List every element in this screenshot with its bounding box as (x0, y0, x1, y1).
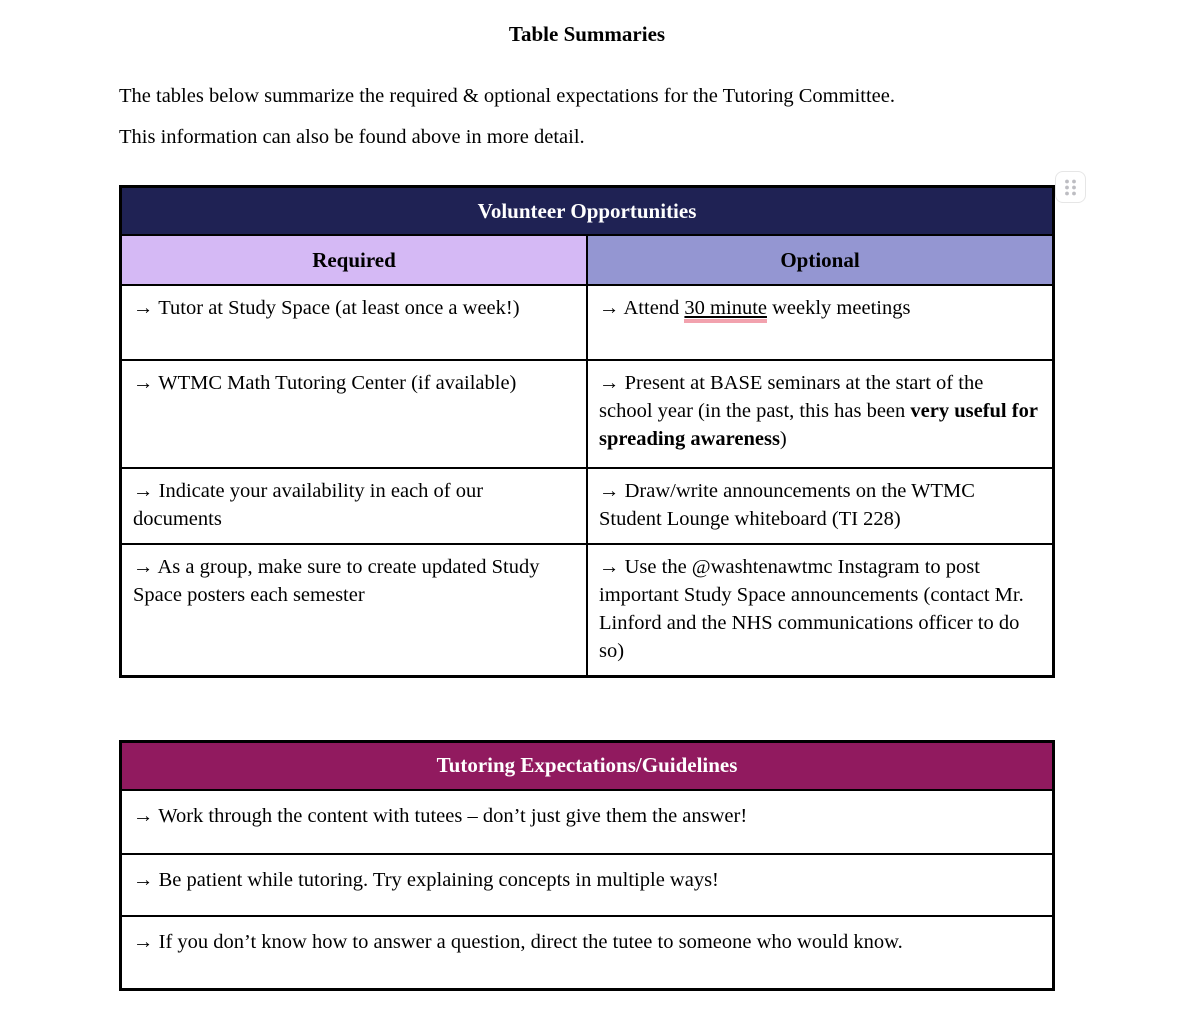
guidelines-table-title: Tutoring Expectations/Guidelines (119, 740, 1055, 791)
volunteer-table-title: Volunteer Opportunities (119, 185, 1055, 236)
optional-cell: → Use the @washtenawtmc Instagram to pos… (586, 543, 1055, 677)
required-column-header: Required (119, 234, 588, 286)
table-row: → WTMC Math Tutoring Center (if availabl… (119, 359, 1055, 469)
document-body: Table Summaries The tables below summari… (119, 21, 1055, 991)
optional-cell: → Present at BASE seminars at the start … (586, 359, 1055, 469)
required-cell: → Indicate your availability in each of … (119, 467, 588, 545)
six-dot-grid-icon (1065, 179, 1076, 195)
suggested-edit-text: 30 minute (684, 297, 767, 323)
table-row: → Be patient while tutoring. Try explain… (119, 852, 1055, 917)
table-row: → Indicate your availability in each of … (119, 467, 1055, 545)
guideline-cell: → Work through the content with tutees –… (119, 788, 1055, 855)
intro-line: This information can also be found above… (119, 126, 585, 148)
bold-cell-text: very useful for spreading awareness (599, 400, 1038, 450)
table-row: → If you don’t know how to answer a ques… (119, 914, 1055, 991)
intro-line: The tables below summarize the required … (119, 85, 895, 107)
page-title: Table Summaries (508, 22, 666, 46)
cell-text: ) (779, 428, 787, 450)
tutoring-guidelines-table: Tutoring Expectations/Guidelines → Work … (119, 739, 1055, 991)
guideline-cell: → If you don’t know how to answer a ques… (119, 914, 1055, 991)
optional-cell: → Draw/write announcements on the WTMC S… (586, 467, 1055, 545)
table-row: → Tutor at Study Space (at least once a … (119, 284, 1055, 361)
table-row: → Work through the content with tutees –… (119, 788, 1055, 855)
cell-text: → Present at BASE seminars at the start … (599, 372, 984, 422)
volunteer-opportunities-table: Volunteer Opportunities Required Optiona… (119, 185, 1055, 678)
optional-cell: → Attend 30 minute weekly meetings (586, 284, 1055, 361)
intro-paragraph: The tables below summarize the required … (119, 76, 1055, 158)
optional-column-header: Optional (586, 234, 1055, 286)
table-row: → As a group, make sure to create update… (119, 543, 1055, 677)
cell-text: weekly meetings (766, 297, 911, 319)
required-cell: → WTMC Math Tutoring Center (if availabl… (119, 359, 588, 469)
required-cell: → As a group, make sure to create update… (119, 543, 588, 677)
cell-text: → Attend (599, 297, 685, 319)
guideline-cell: → Be patient while tutoring. Try explain… (119, 852, 1055, 917)
table-drag-handle[interactable] (1055, 171, 1086, 203)
required-cell: → Tutor at Study Space (at least once a … (119, 284, 588, 361)
